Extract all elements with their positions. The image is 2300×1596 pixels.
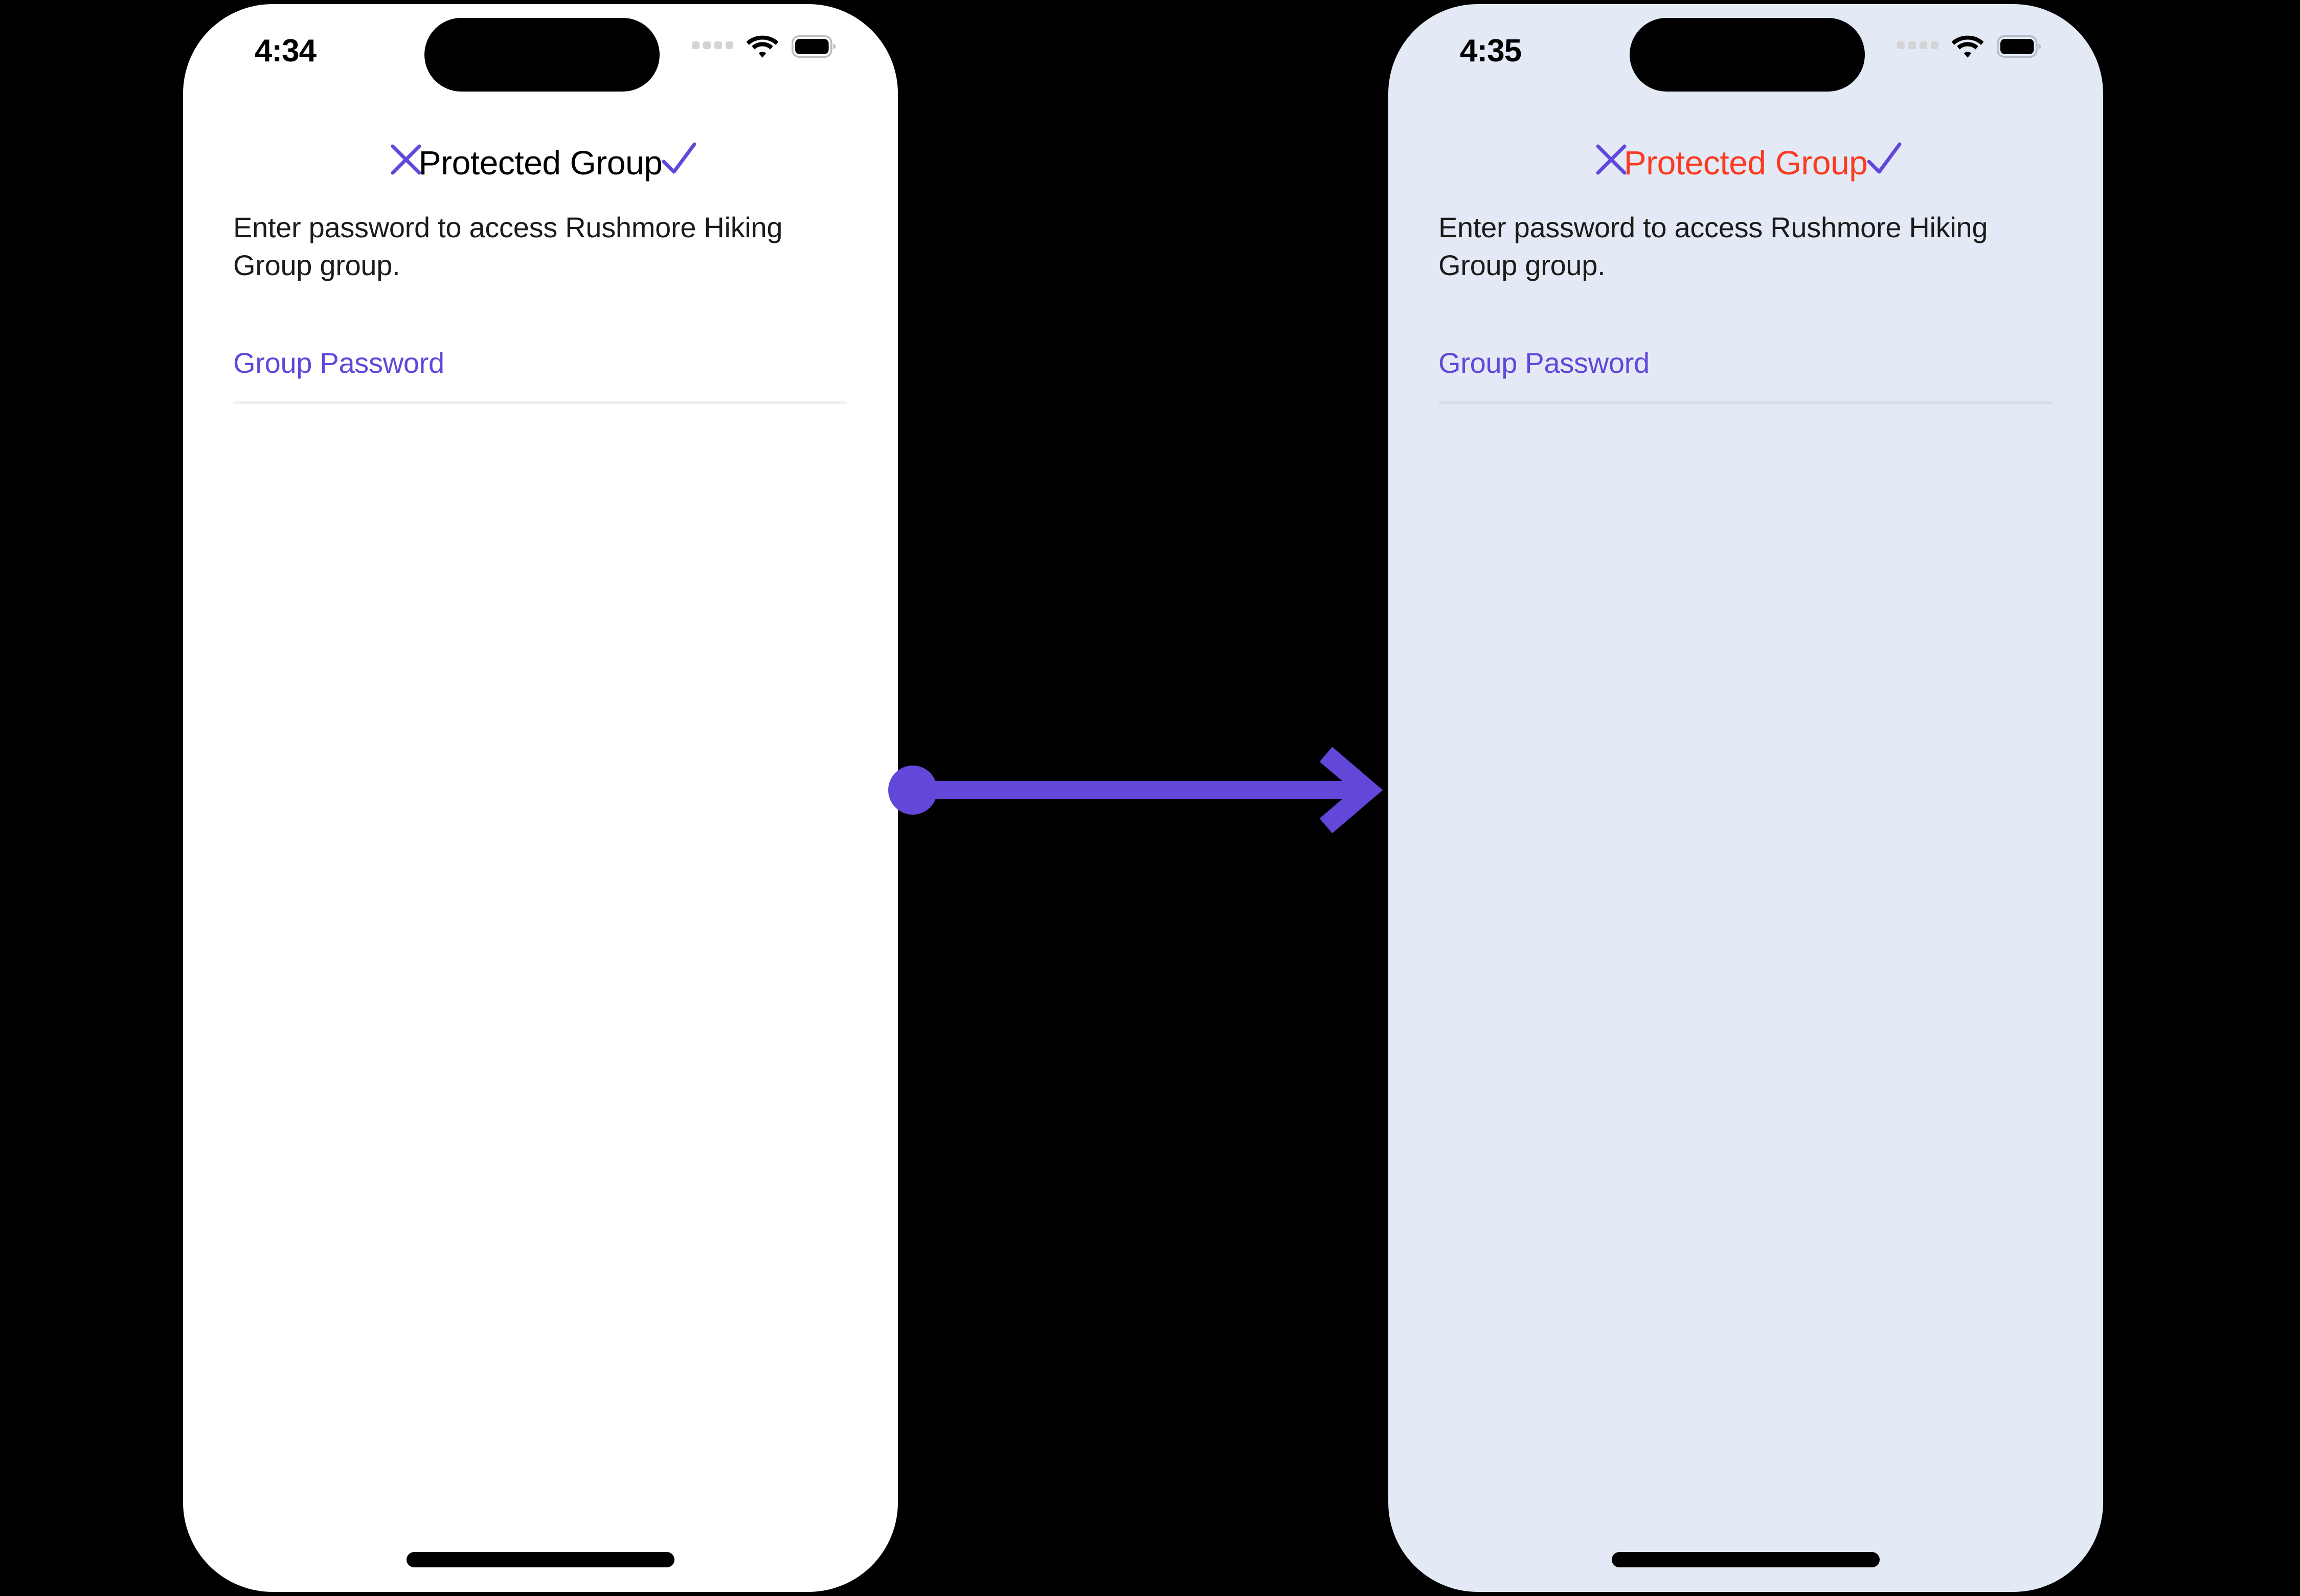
page-title: Protected Group bbox=[1623, 144, 1868, 182]
home-indicator[interactable] bbox=[407, 1552, 674, 1567]
instruction-text: Enter password to access Rushmore Hiking… bbox=[1438, 211, 1988, 282]
cellular-signal-icon bbox=[692, 41, 733, 52]
group-password-field[interactable]: Group Password bbox=[233, 347, 848, 404]
group-password-field[interactable]: Group Password bbox=[1438, 347, 2053, 404]
cellular-signal-icon bbox=[1897, 41, 1938, 52]
close-x-icon[interactable] bbox=[388, 141, 424, 178]
battery-icon bbox=[792, 35, 836, 58]
navigation-bar: Protected Group bbox=[1388, 132, 2103, 183]
checkmark-icon[interactable] bbox=[1864, 138, 1905, 179]
status-bar-indicators bbox=[692, 35, 836, 58]
screen-content: Enter password to access Rushmore Hiking… bbox=[1438, 209, 2053, 404]
screen-content: Enter password to access Rushmore Hiking… bbox=[233, 209, 848, 404]
status-bar: 4:34 bbox=[183, 4, 898, 99]
status-bar: 4:35 bbox=[1388, 4, 2103, 99]
field-underline bbox=[1438, 401, 2052, 404]
dynamic-island bbox=[1630, 18, 1865, 92]
dynamic-island bbox=[424, 18, 660, 92]
status-bar-time: 4:34 bbox=[255, 33, 317, 69]
phone-screenshot-after: 4:35 bbox=[1388, 4, 2103, 1592]
group-password-label: Group Password bbox=[233, 346, 444, 379]
phone-screenshot-before: 4:34 bbox=[183, 4, 898, 1592]
status-bar-indicators bbox=[1897, 35, 2041, 58]
navigation-bar: Protected Group bbox=[183, 132, 898, 183]
wifi-icon bbox=[747, 35, 778, 58]
arrow-right-icon bbox=[887, 744, 1388, 836]
instruction-text: Enter password to access Rushmore Hiking… bbox=[233, 211, 783, 282]
battery-icon bbox=[1997, 35, 2041, 58]
status-bar-time: 4:35 bbox=[1460, 33, 1522, 69]
home-indicator[interactable] bbox=[1612, 1552, 1880, 1567]
group-password-label: Group Password bbox=[1438, 346, 1650, 379]
page-title: Protected Group bbox=[418, 144, 663, 182]
field-underline bbox=[233, 401, 847, 404]
wifi-icon bbox=[1952, 35, 1983, 58]
close-x-icon[interactable] bbox=[1593, 141, 1630, 178]
checkmark-icon[interactable] bbox=[659, 138, 700, 179]
